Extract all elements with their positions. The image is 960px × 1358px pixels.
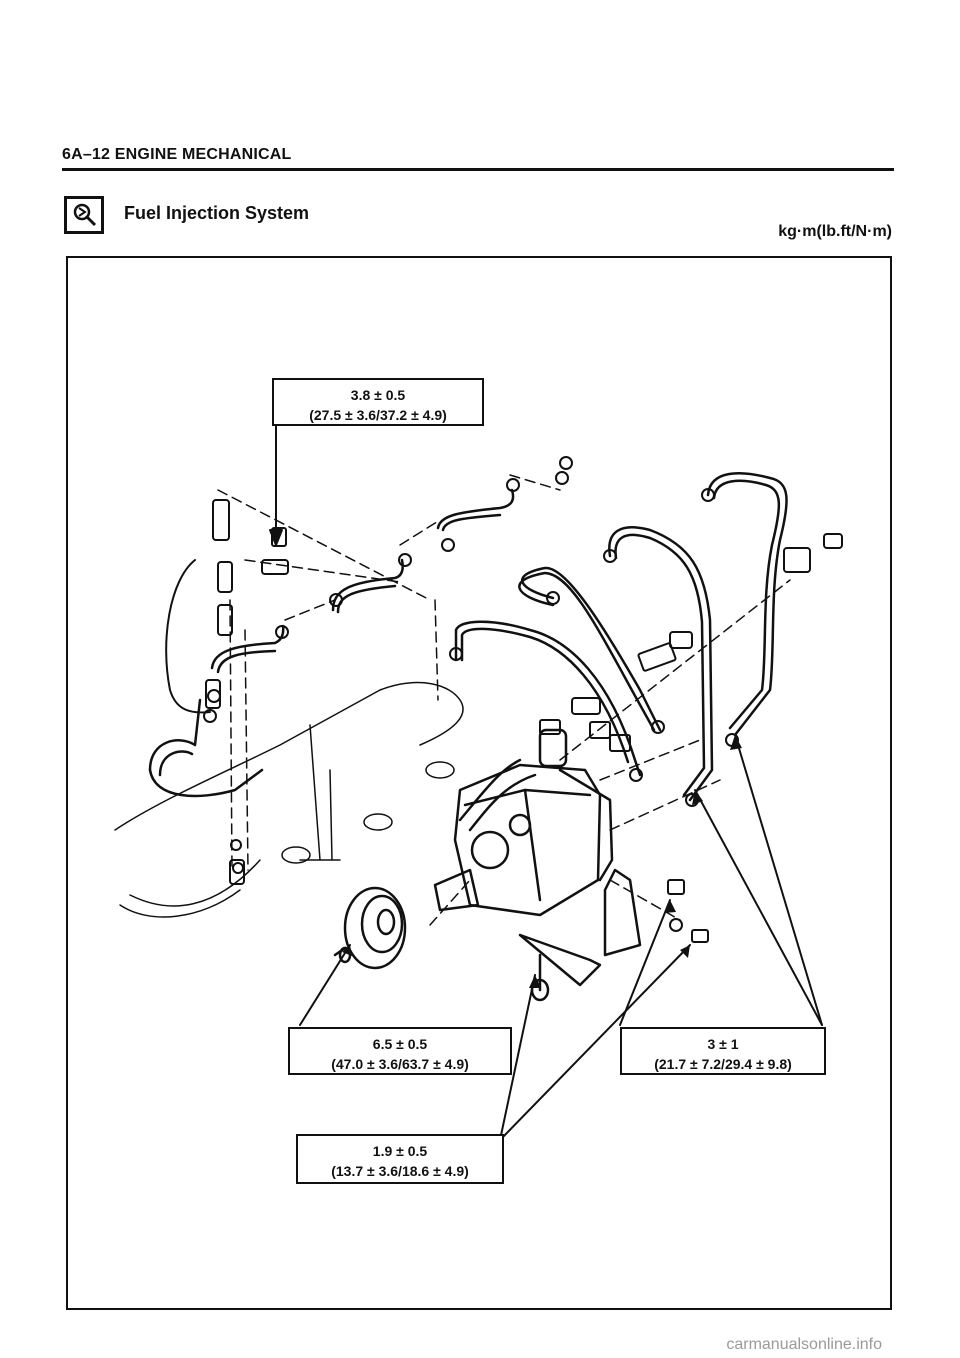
assembly-guide-lines bbox=[217, 474, 791, 926]
torque-callout-top: 3.8 ± 0.5 (27.5 ± 3.6/37.2 ± 4.9) bbox=[272, 378, 484, 426]
units-label: kg·m(lb.ft/N·m) bbox=[778, 223, 892, 240]
torque-callout-left: 6.5 ± 0.5 (47.0 ± 3.6/63.7 ± 4.9) bbox=[288, 1027, 512, 1075]
cylinder-head-cover bbox=[114, 681, 464, 918]
section-header: 6A–12 ENGINE MECHANICAL bbox=[62, 146, 292, 163]
callout-value: 3.8 ± 0.5 bbox=[350, 387, 406, 403]
diagram-frame bbox=[66, 256, 892, 1310]
callout-detail: (27.5 ± 3.6/37.2 ± 4.9) bbox=[309, 407, 447, 423]
callout-detail: (13.7 ± 3.6/18.6 ± 4.9) bbox=[331, 1163, 469, 1179]
leader-line-bottom-b bbox=[499, 944, 691, 1141]
leader-line-right-c bbox=[619, 899, 671, 1026]
leak-off-hoses bbox=[148, 488, 515, 798]
leader-line-left bbox=[299, 944, 351, 1026]
leader-line-bottom-a bbox=[499, 974, 536, 1141]
callout-value: 1.9 ± 0.5 bbox=[372, 1143, 428, 1159]
callout-value: 6.5 ± 0.5 bbox=[372, 1036, 428, 1052]
pump-bracket bbox=[518, 868, 642, 1002]
section-title: Fuel Injection System bbox=[124, 203, 310, 223]
watermark-text: carmanualsonline.info bbox=[726, 1336, 882, 1353]
callout-value: 3 ± 1 bbox=[707, 1036, 739, 1052]
torque-callout-bottom: 1.9 ± 0.5 (13.7 ± 3.6/18.6 ± 4.9) bbox=[296, 1134, 504, 1184]
header-rule bbox=[62, 168, 894, 171]
callout-detail: (21.7 ± 7.2/29.4 ± 9.8) bbox=[654, 1056, 792, 1072]
wrench-box-icon bbox=[64, 196, 104, 234]
callout-detail: (47.0 ± 3.6/63.7 ± 4.9) bbox=[331, 1056, 469, 1072]
leader-line-right-a bbox=[734, 734, 823, 1026]
timing-pulley bbox=[333, 886, 407, 970]
torque-callout-right: 3 ± 1 (21.7 ± 7.2/29.4 ± 9.8) bbox=[620, 1027, 826, 1075]
injection-pipes bbox=[454, 472, 788, 802]
leader-line-right-b bbox=[694, 789, 823, 1026]
injection-pump bbox=[433, 728, 614, 917]
bolts-and-clamps bbox=[203, 456, 843, 943]
